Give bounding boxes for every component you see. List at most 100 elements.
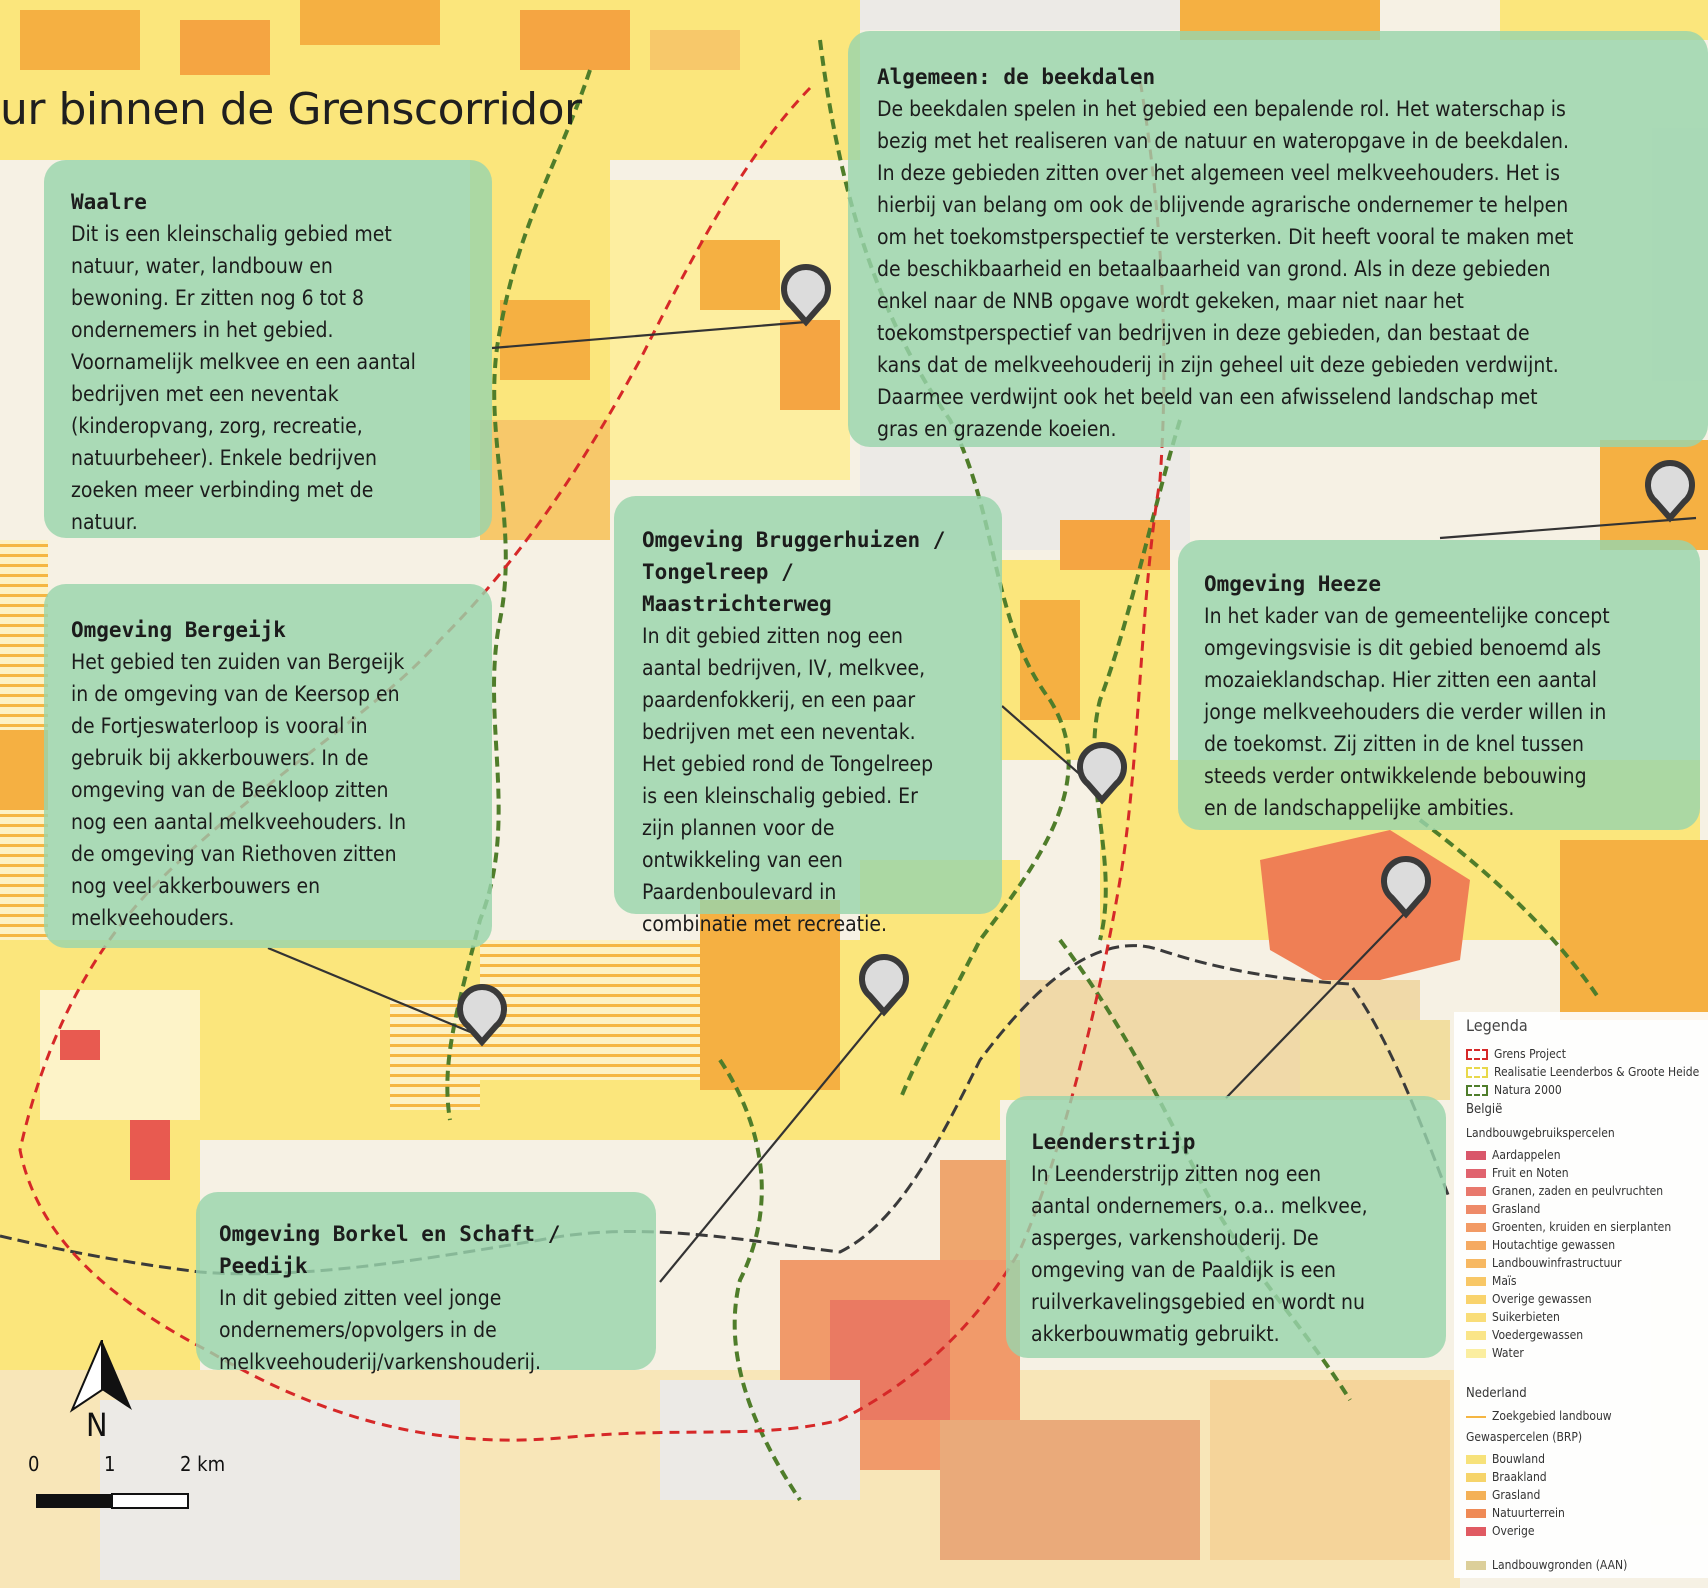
text-line: natuur. xyxy=(71,510,138,534)
text-line: hierbij van belang om ook de blijvende a… xyxy=(877,193,1569,217)
legend-item: Groenten, kruiden en sierplanten xyxy=(1466,1220,1671,1234)
legend-swatch xyxy=(1466,1049,1488,1060)
legend-label: Groenten, kruiden en sierplanten xyxy=(1492,1220,1672,1234)
legend-label: Water xyxy=(1492,1346,1524,1360)
legend-swatch xyxy=(1466,1085,1488,1096)
legend-label: Voedergewassen xyxy=(1492,1328,1584,1342)
text-line: natuurbeheer). Enkele bedrijven xyxy=(71,446,377,470)
text-line: Paardenboulevard in xyxy=(642,880,837,904)
info-box-bruggerhuizen: Omgeving Bruggerhuizen / Tongelreep / Ma… xyxy=(614,496,1002,936)
legend-label: Braakland xyxy=(1492,1470,1547,1484)
legend-label: Natura 2000 xyxy=(1494,1083,1562,1097)
legend-item: Granen, zaden en peulvruchten xyxy=(1466,1184,1663,1198)
legend-swatch xyxy=(1466,1491,1486,1500)
legend-nl-subheading: Gewaspercelen (BRP) xyxy=(1466,1430,1583,1444)
text-line: ontwikkeling van een xyxy=(642,848,843,872)
legend-swatch xyxy=(1466,1473,1486,1482)
legend-swatch xyxy=(1466,1169,1486,1178)
legend-label: Realisatie Leenderbos & Groote Heide xyxy=(1494,1065,1700,1079)
marker-bruggerhuizen xyxy=(1077,742,1127,805)
box-heading: Omgeving Borkel en Schaft / Peedijk xyxy=(219,1222,561,1278)
text-line: paardenfokkerij, en een paar xyxy=(642,688,916,712)
text-line: aantal bedrijven, IV, melkvee, xyxy=(642,656,926,680)
text-line: zijn plannen voor de xyxy=(642,816,835,840)
legend-label: Grasland xyxy=(1492,1488,1541,1502)
text-line: omgeving van de Beekloop zitten xyxy=(71,778,389,802)
text-line: combinatie met recreatie. xyxy=(642,912,887,936)
legend-item: Grasland xyxy=(1466,1488,1540,1502)
legend-nederland-heading: Nederland xyxy=(1466,1386,1527,1401)
legend-belgie-heading: België xyxy=(1466,1102,1503,1117)
legend-item: Bouwland xyxy=(1466,1452,1545,1466)
text-line: akkerbouwmatig gebruikt. xyxy=(1031,1322,1280,1346)
legend-label: Overige xyxy=(1492,1524,1535,1538)
marker-leenderstrijp xyxy=(1381,856,1431,919)
legend-label: Aardappelen xyxy=(1492,1148,1561,1162)
legend-label: Fruit en Noten xyxy=(1492,1166,1569,1180)
legend-item: Grens Project xyxy=(1466,1047,1566,1061)
legend-swatch xyxy=(1466,1205,1486,1214)
legend-label: Maïs xyxy=(1492,1274,1517,1288)
text-line: asperges, varkenshouderij. De xyxy=(1031,1226,1319,1250)
text-line: bewoning. Er zitten nog 6 tot 8 xyxy=(71,286,365,310)
text-line: Dit is een kleinschalig gebied met xyxy=(71,222,392,246)
legend-label: Landbouwgronden (AAN) xyxy=(1492,1558,1628,1572)
text-line: en de landschappelijke ambities. xyxy=(1204,796,1515,820)
text-line: bezig met het realiseren van de natuur e… xyxy=(877,129,1569,153)
legend-swatch xyxy=(1466,1455,1486,1464)
text-line: bedrijven met een neventak. xyxy=(642,720,916,744)
legend-item: Natuurterrein xyxy=(1466,1506,1565,1520)
legend-label: Granen, zaden en peulvruchten xyxy=(1492,1184,1664,1198)
legend-item: Realisatie Leenderbos & Groote Heide xyxy=(1466,1065,1699,1079)
legend-swatch xyxy=(1466,1223,1486,1232)
marker-waalre xyxy=(781,264,831,327)
legend-title: Legenda xyxy=(1466,1016,1528,1035)
text-line: aantal ondernemers, o.a.. melkvee, xyxy=(1031,1194,1368,1218)
text-line: In deze gebieden zitten over het algemee… xyxy=(877,161,1561,185)
legend-item: Suikerbieten xyxy=(1466,1310,1560,1324)
marker-heeze xyxy=(1645,460,1695,523)
legend-item: Grasland xyxy=(1466,1202,1540,1216)
text-line: is een kleinschalig gebied. Er xyxy=(642,784,918,808)
legend-belgie-subheading: Landbouwgebruikspercelen xyxy=(1466,1126,1615,1140)
info-box-bergeijk: Omgeving Bergeijk Het gebied ten zuiden … xyxy=(44,584,492,948)
text-line: toekomstperspectief van bedrijven in dez… xyxy=(877,321,1530,345)
north-arrow-icon xyxy=(69,1340,132,1413)
legend-item: Fruit en Noten xyxy=(1466,1166,1569,1180)
info-box-heeze: Omgeving Heeze In het kader van de gemee… xyxy=(1178,540,1700,830)
text-line: omgeving van de Paaldijk is een xyxy=(1031,1258,1336,1282)
legend-swatch xyxy=(1466,1561,1486,1570)
text-line: mozaieklandschap. Hier zitten een aantal xyxy=(1204,668,1597,692)
text-line: gebruik bij akkerbouwers. In de xyxy=(71,746,369,770)
text-line: ruilverkavelingsgebied en wordt nu xyxy=(1031,1290,1365,1314)
scale-label-1: 1 xyxy=(104,1452,116,1476)
text-line: kans dat de melkveehouderij in zijn gehe… xyxy=(877,353,1559,377)
box-heading: Waalre xyxy=(71,190,147,214)
marker-borkel xyxy=(859,954,909,1017)
text-line: jonge melkveehouders die verder willen i… xyxy=(1204,700,1607,724)
legend-item: Houtachtige gewassen xyxy=(1466,1238,1615,1252)
text-line: Daarmee verdwijnt ook het beeld van een … xyxy=(877,385,1538,409)
text-line: In Leenderstrijp zitten nog een xyxy=(1031,1162,1322,1186)
legend-zoekgebied-item: Zoekgebied landbouw xyxy=(1466,1409,1612,1423)
text-line: natuur, water, landbouw en xyxy=(71,254,333,278)
legend-swatch xyxy=(1466,1349,1486,1358)
legend-swatch xyxy=(1466,1509,1486,1518)
text-line: Het gebied rond de Tongelreep xyxy=(642,752,934,776)
legend-swatch xyxy=(1466,1527,1486,1536)
box-text: In het kader van de gemeentelijke concep… xyxy=(1204,600,1680,824)
legend-swatch xyxy=(1466,1295,1486,1304)
scale-label-0: 0 xyxy=(28,1452,40,1476)
legend-item: Voedergewassen xyxy=(1466,1328,1583,1342)
legend-swatch xyxy=(1466,1313,1486,1322)
legend-label: Houtachtige gewassen xyxy=(1492,1238,1616,1252)
text-line: (kinderopvang, zorg, recreatie, xyxy=(71,414,363,438)
legend-swatch xyxy=(1466,1151,1486,1160)
box-heading: Omgeving Heeze xyxy=(1204,572,1382,596)
scale-label-2: 2 km xyxy=(180,1452,226,1476)
info-box-waalre: Waalre Dit is een kleinschalig gebied me… xyxy=(44,160,492,538)
text-line: In het kader van de gemeentelijke concep… xyxy=(1204,604,1610,628)
legend-swatch xyxy=(1466,1259,1486,1268)
